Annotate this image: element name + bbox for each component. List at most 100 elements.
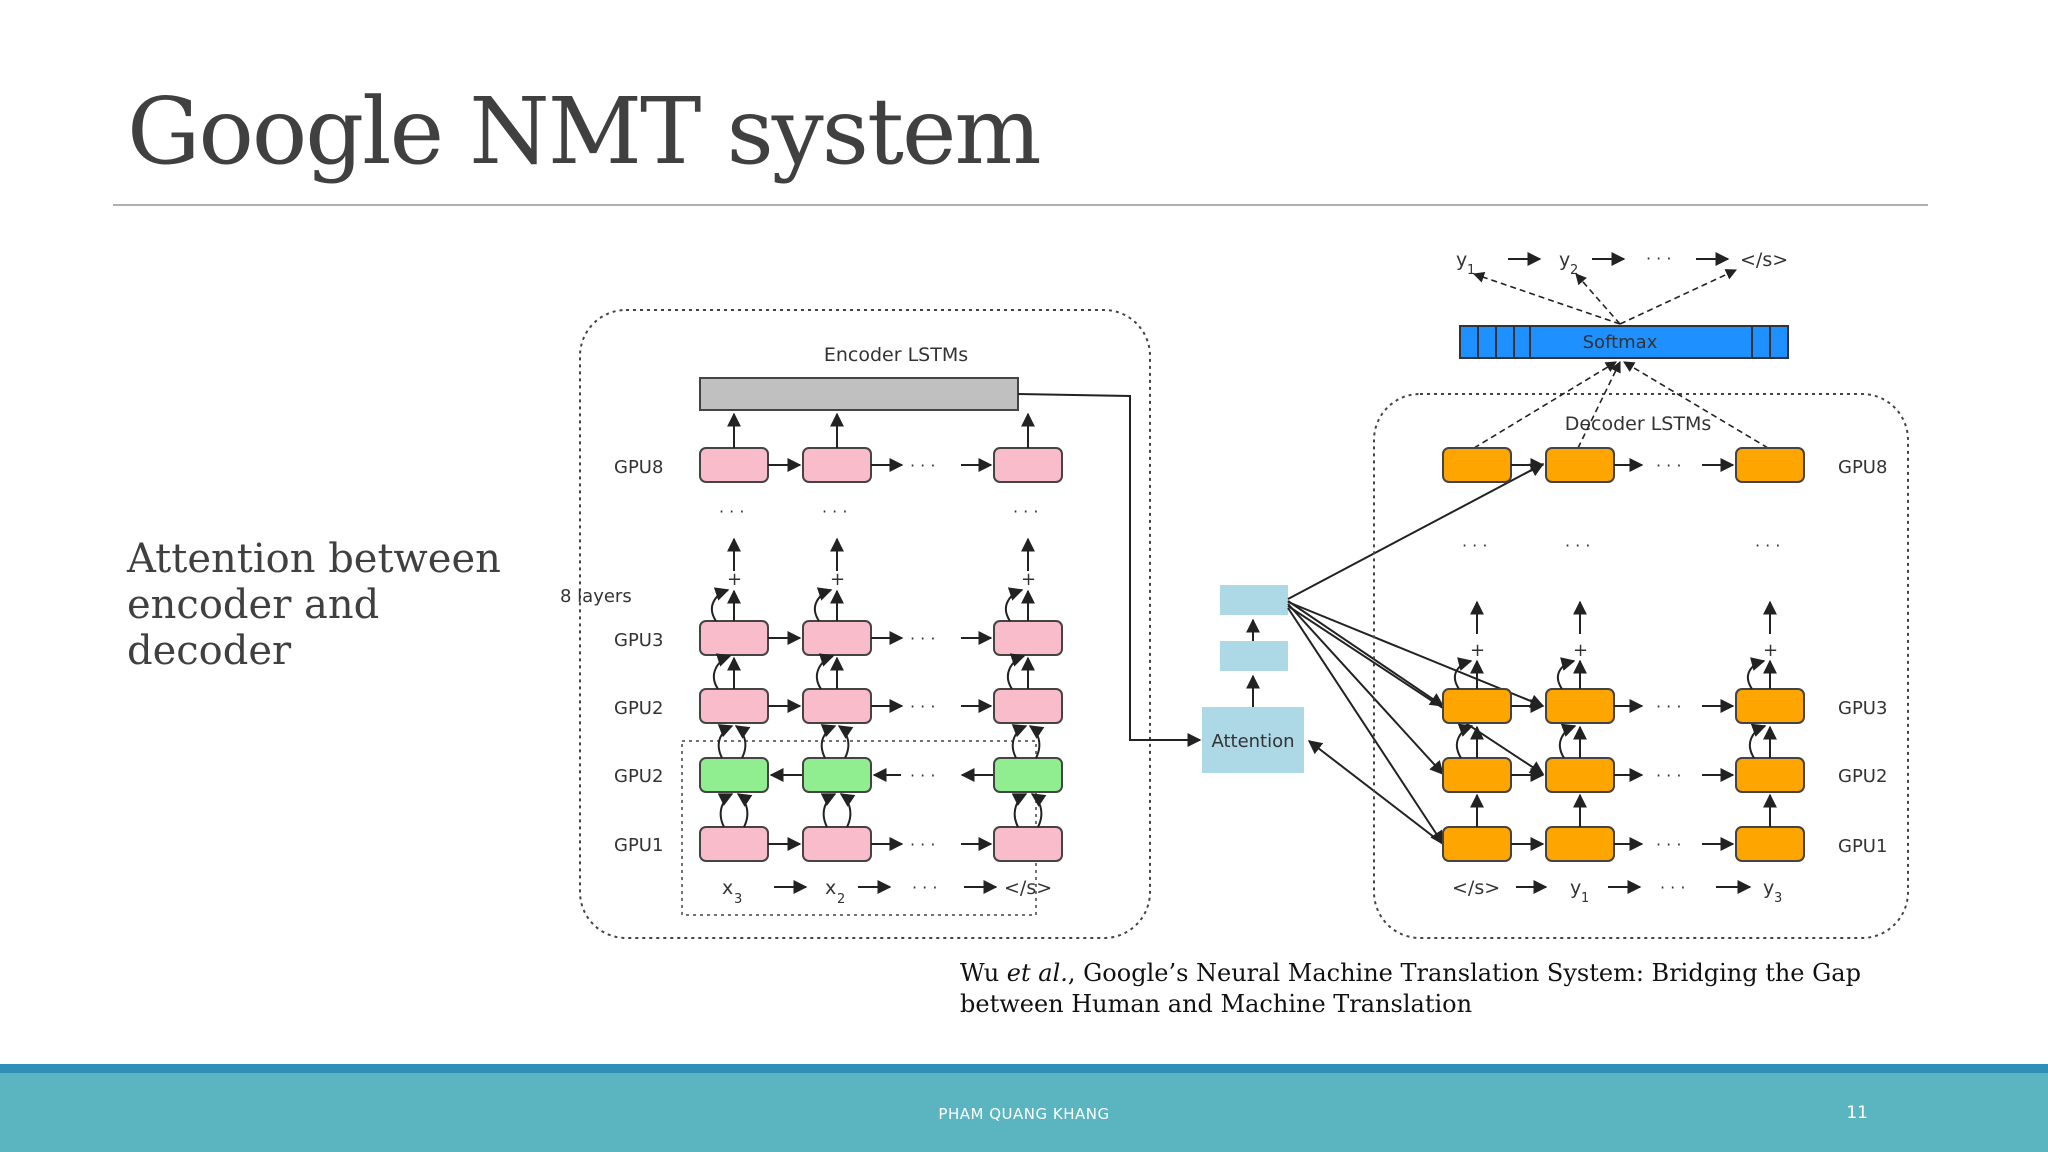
citation-author: Wu — [960, 959, 1007, 987]
decoder-gpu-label: GPU1 — [1838, 836, 1887, 857]
footer-bar: PHAM QUANG KHANG 11 — [0, 1073, 2048, 1152]
ellipsis: · · · — [910, 456, 935, 475]
ellipsis: · · · — [1462, 536, 1487, 555]
side-text-line-1: Attention between — [127, 536, 501, 582]
decoder-cell — [1735, 757, 1805, 793]
encoder-inputs: x 3 x 2 </s> · · · — [722, 877, 1052, 907]
softmax-output-arrow — [1619, 269, 1738, 325]
encoder-top-bar — [699, 377, 1019, 411]
decoder-output-subscript: 2 — [1570, 263, 1578, 278]
encoder-cell — [699, 447, 769, 483]
decoder-cell — [1545, 826, 1615, 862]
residual-arrow — [820, 793, 837, 828]
residual-arrow — [1558, 723, 1577, 759]
decoder-input-subscript: 3 — [1774, 891, 1782, 906]
attention-line — [1287, 463, 1545, 600]
encoder-input: </s> — [1004, 877, 1052, 899]
decoder-row-gpu2: · · · — [1442, 723, 1805, 793]
gnmt-diagram: Encoder LSTMs GPU8 8 layers GPU3 GPU2 GP… — [556, 236, 1926, 950]
dashed-arrow — [1473, 361, 1617, 449]
encoder-input-subscript: 3 — [734, 892, 742, 907]
ellipsis: · · · — [1656, 835, 1681, 854]
encoder-input: x — [825, 877, 836, 899]
encoder-row-gpu8: · · · — [699, 412, 1063, 483]
residual-arrow — [712, 653, 732, 690]
plus-sign: + — [1763, 640, 1778, 661]
decoder-output: y — [1456, 249, 1467, 271]
encoder-cell — [802, 688, 872, 724]
residual-arrow — [813, 587, 833, 622]
bidirectional-cell — [802, 757, 872, 793]
encoder-input-subscript: 2 — [837, 892, 845, 907]
decoder-gpu-label: GPU2 — [1838, 766, 1887, 787]
residual-arrow — [1006, 653, 1026, 690]
plus-sign: + — [1470, 640, 1485, 661]
decoder-cell — [1735, 826, 1805, 862]
decoder-input: y — [1570, 877, 1581, 899]
encoder-cell — [699, 688, 769, 724]
decoder-cell — [1735, 688, 1805, 724]
ellipsis: · · · — [910, 629, 935, 648]
ellipsis: · · · — [1656, 766, 1681, 785]
residual-arrow — [1028, 725, 1045, 759]
decoder-row-gpu1: · · · — [1442, 793, 1805, 862]
encoder-cell — [699, 826, 769, 862]
residual-arrow — [1746, 657, 1766, 690]
decoder-cell — [1545, 688, 1615, 724]
residual-arrow — [837, 725, 854, 759]
residual-arrow — [717, 724, 734, 759]
attention-line — [1287, 605, 1545, 775]
softmax-layer: Softmax — [1459, 325, 1789, 359]
attention-module: Attention — [1202, 585, 1304, 773]
ellipsis: · · · — [719, 502, 744, 521]
decoder-cell — [1735, 447, 1805, 483]
ellipsis: · · · — [1013, 502, 1038, 521]
encoder-cell — [802, 826, 872, 862]
encoder-gpu-label: GPU3 — [614, 630, 663, 651]
decoder-gpu-label: GPU3 — [1838, 698, 1887, 719]
residual-arrow — [1748, 723, 1767, 759]
decoder-softmax-arrows — [1473, 360, 1769, 449]
decoder-cell — [1442, 688, 1512, 724]
encoder-gpu-label: GPU2 — [614, 698, 663, 719]
slide-title: Google NMT system — [127, 78, 1042, 185]
footer-author: PHAM QUANG KHANG — [938, 1105, 1110, 1123]
decoder-title: Decoder LSTMs — [1565, 413, 1712, 435]
decoder-input: y — [1763, 877, 1774, 899]
attention-line — [1287, 600, 1445, 707]
plus-sign: + — [1573, 640, 1588, 661]
residual-arrow — [1455, 723, 1474, 759]
encoder-row-bidirectional: · · · — [699, 724, 1063, 793]
attention-line — [1287, 607, 1444, 846]
residual-arrow — [1004, 587, 1024, 622]
attention-context-box — [1220, 641, 1288, 671]
residual-arrow — [1011, 793, 1028, 828]
residual-arrow — [717, 793, 734, 828]
decoder-gpu-label: GPU8 — [1838, 457, 1887, 478]
gnmt-diagram-svg: Encoder LSTMs GPU8 8 layers GPU3 GPU2 GP… — [560, 249, 1909, 939]
footer-stripe — [0, 1064, 2048, 1073]
residual-arrow — [1453, 657, 1473, 690]
residual-arrow — [734, 725, 751, 759]
attention-label: Attention — [1211, 731, 1294, 752]
title-divider — [113, 204, 1928, 206]
ellipsis: · · · — [1565, 536, 1590, 555]
decoder-outputs: y 1 y 2 </s> · · · — [1456, 249, 1788, 325]
residual-arrow — [820, 724, 837, 759]
dashed-arrow — [1623, 361, 1769, 449]
ellipsis: · · · — [910, 697, 935, 716]
decoder-cell — [1545, 757, 1615, 793]
residual-arrow — [710, 587, 730, 622]
encoder-gpu-label: GPU1 — [614, 835, 663, 856]
decoder-to-attention-line — [1307, 740, 1444, 845]
attention-context-box — [1220, 585, 1288, 615]
encoder-cell — [993, 447, 1063, 483]
softmax-output-arrow — [1575, 273, 1621, 325]
encoder-cell — [802, 620, 872, 656]
encoder-container — [579, 309, 1151, 939]
residual-arrow — [1030, 793, 1047, 828]
dashed-arrow — [1577, 360, 1621, 449]
side-text: Attention between encoder and decoder — [127, 536, 547, 674]
attention-line — [1287, 603, 1444, 776]
decoder-input: </s> — [1452, 877, 1500, 899]
